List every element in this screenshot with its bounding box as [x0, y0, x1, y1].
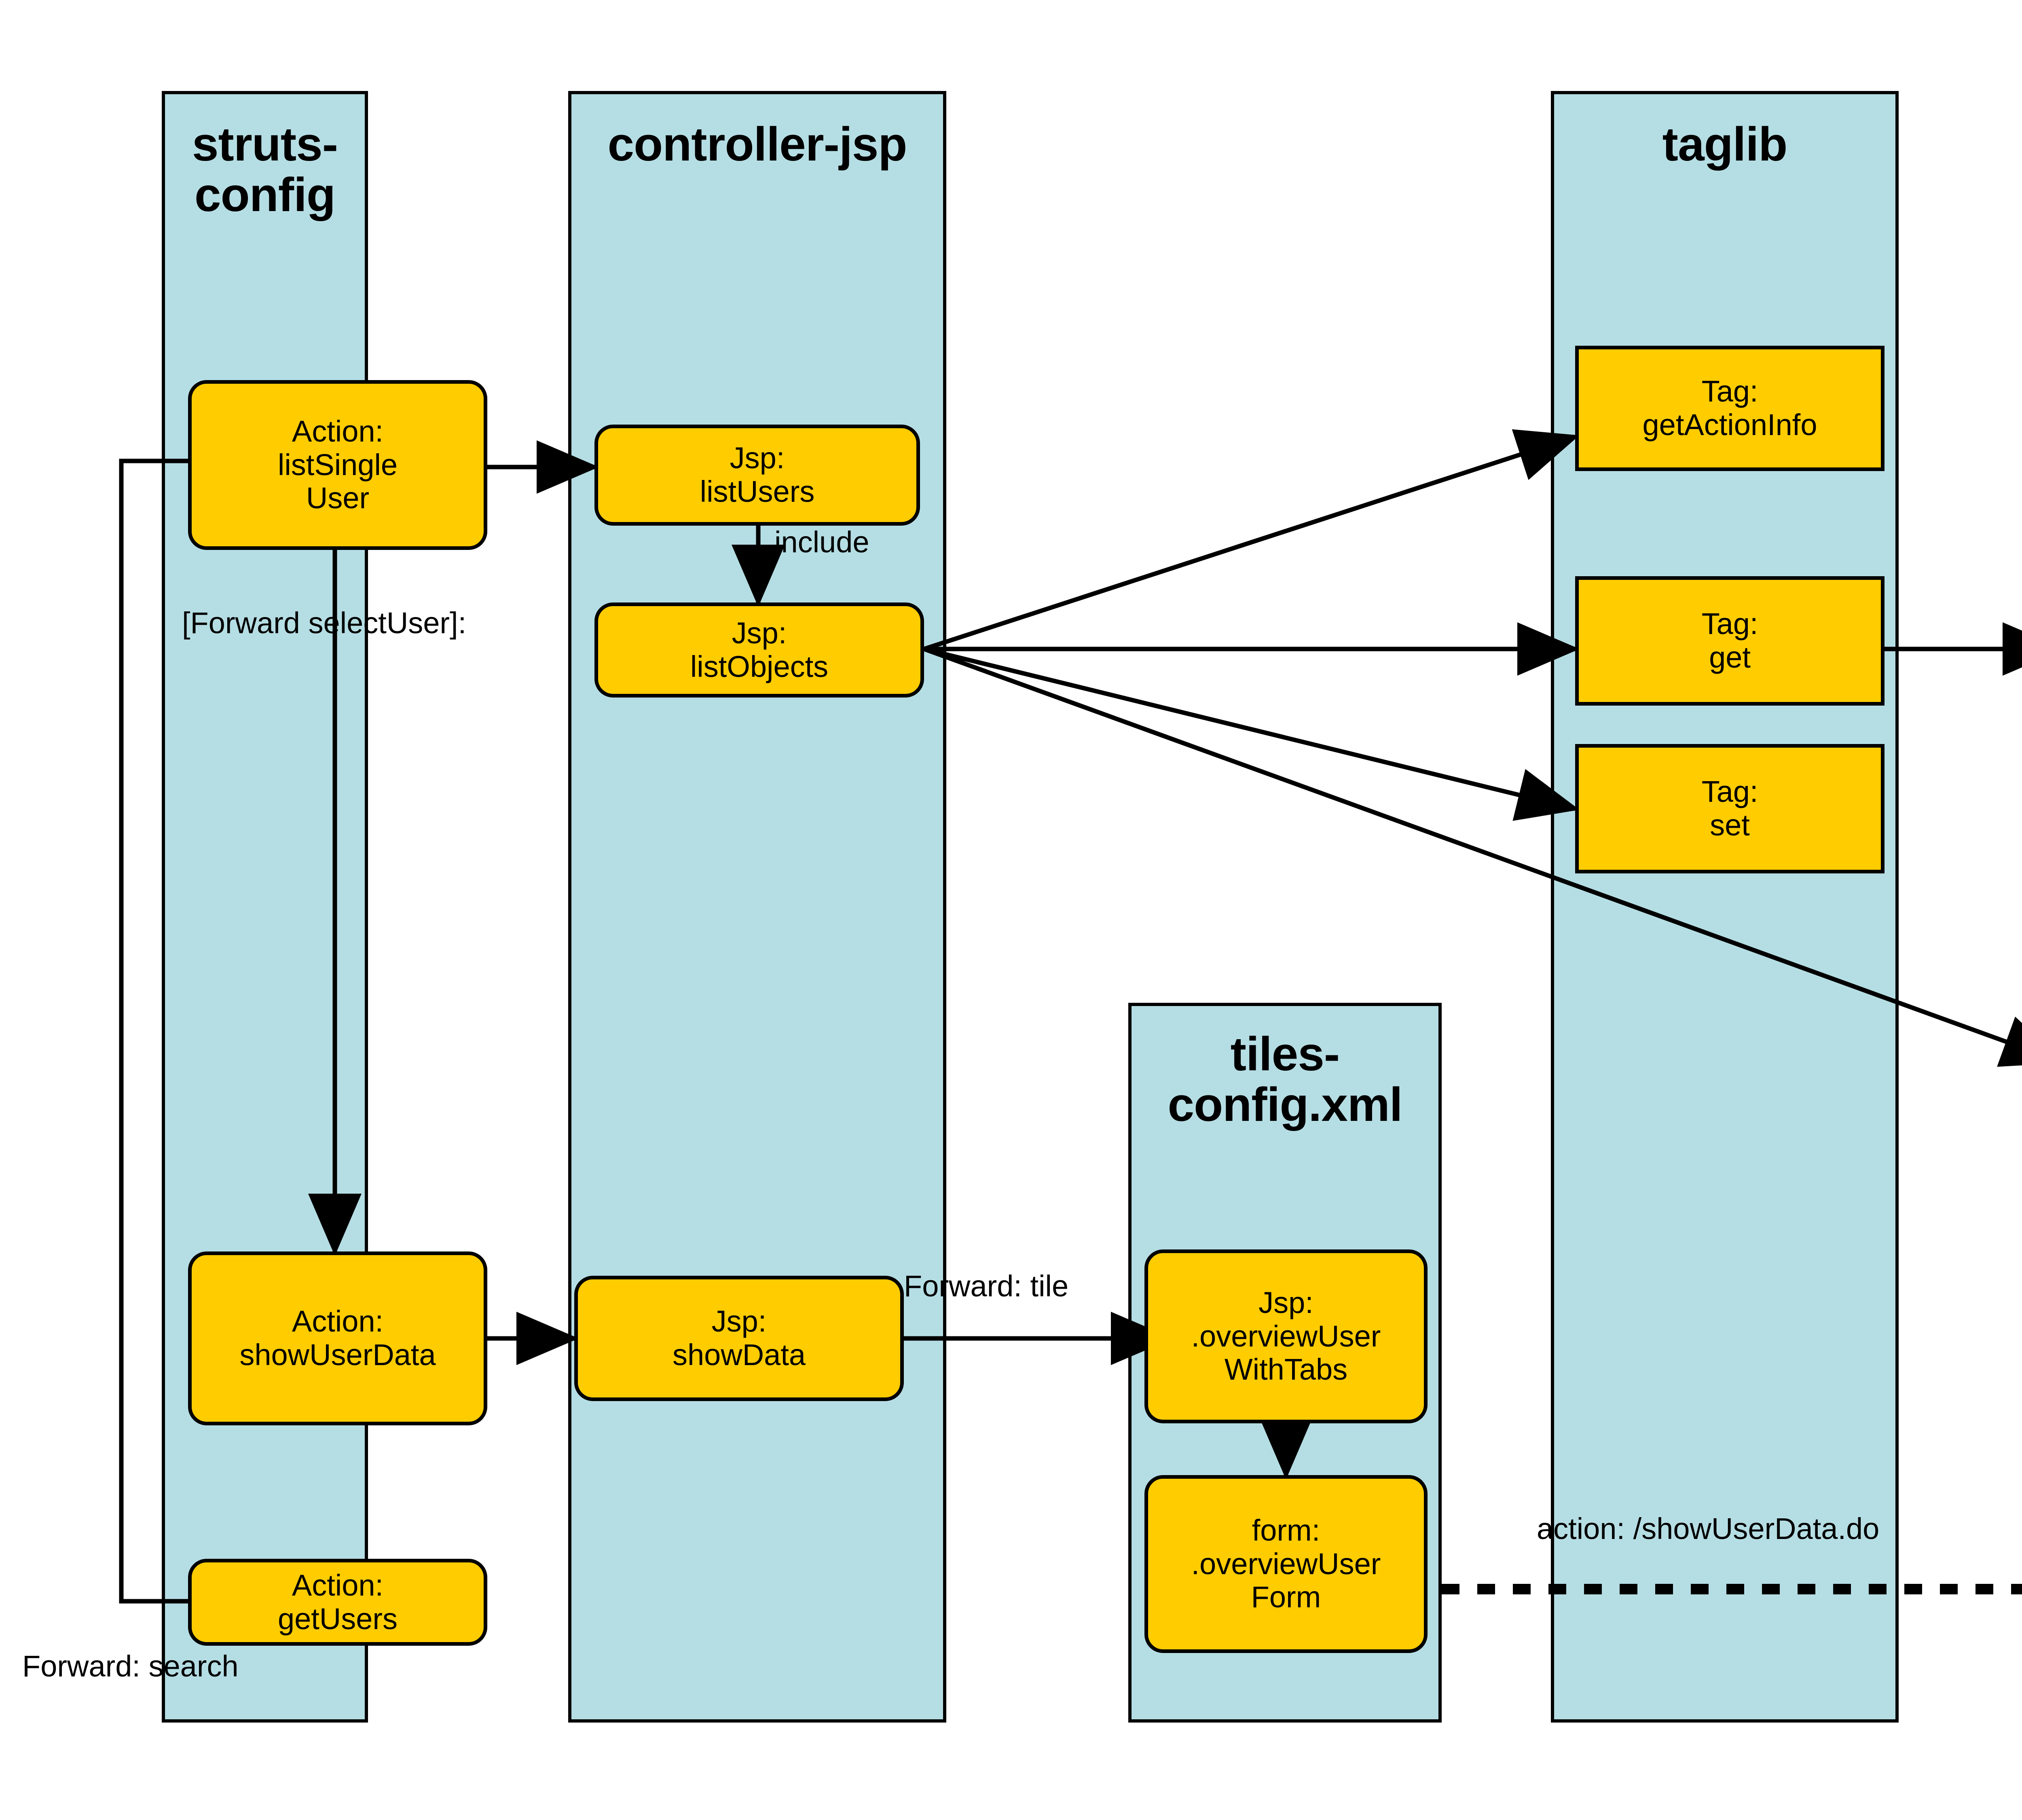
- edge-label-include: include: [774, 525, 869, 559]
- lane-title-taglib: taglib: [1662, 118, 1788, 171]
- lane-struts-config: [162, 91, 368, 1723]
- lane-title-struts-config: struts-config: [192, 118, 338, 222]
- lane-controller-jsp: [568, 91, 946, 1723]
- node-jsp-show-data[interactable]: Jsp: showData: [574, 1276, 904, 1401]
- edge-label-forward-tile: Forward: tile: [904, 1269, 1069, 1303]
- lane-title-tiles-config: tiles- config.xml: [1168, 1027, 1402, 1132]
- node-jsp-overview-user-with-tabs[interactable]: Jsp: .overviewUser WithTabs: [1144, 1249, 1428, 1423]
- edge-label-action-show-user-data-do: action: /showUserData.do: [1537, 1512, 1880, 1545]
- node-action-show-user-data[interactable]: Action: showUserData: [188, 1251, 487, 1425]
- node-tag-set[interactable]: Tag: set: [1575, 744, 1885, 873]
- node-tag-get-action-info[interactable]: Tag: getActionInfo: [1575, 346, 1885, 471]
- node-jsp-list-users[interactable]: Jsp: listUsers: [594, 425, 920, 526]
- lane-taglib: [1551, 91, 1899, 1723]
- node-form-overview-user-form[interactable]: form: .overviewUser Form: [1144, 1475, 1428, 1653]
- edge-label-forward-select-user: [Forward selectUser]:: [182, 606, 467, 640]
- node-action-get-users[interactable]: Action: getUsers: [188, 1559, 487, 1646]
- edge-label-forward-search: Forward: search: [22, 1649, 239, 1683]
- lane-title-controller-jsp: controller-jsp: [607, 118, 907, 171]
- node-jsp-list-objects[interactable]: Jsp: listObjects: [594, 602, 924, 698]
- node-tag-get[interactable]: Tag: get: [1575, 576, 1885, 706]
- node-action-list-single-user[interactable]: Action: listSingle User: [188, 380, 487, 550]
